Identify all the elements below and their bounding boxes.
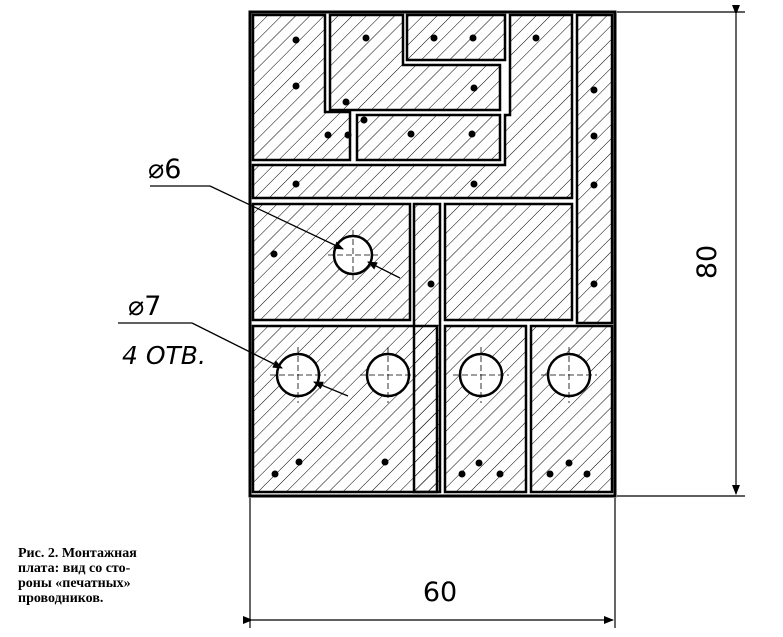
caption-line-3: роны «печатных» [18, 576, 131, 591]
pad-middle-right [443, 202, 574, 322]
hole-d7-count: 4 ОТВ. [122, 341, 206, 370]
leader-d7 [118, 322, 349, 397]
pad-top-inner [405, 13, 507, 62]
caption-line-4: проводников. [18, 591, 104, 606]
leader-d6 [150, 185, 401, 279]
caption-line-1: Рис. 2. Монтажная [18, 546, 137, 561]
solder-points [270, 34, 598, 478]
height-dimension [617, 5, 745, 497]
pad-bottom-right [529, 324, 614, 494]
figure-caption: Рис. 2. Монтажная плата: вид со сто- рон… [18, 546, 190, 606]
pad-top-middle [328, 13, 502, 112]
width-dimension [243, 498, 616, 628]
height-label: 80 [692, 245, 723, 279]
pad-top-left [251, 13, 352, 162]
copper-pads [251, 13, 614, 494]
pad-bottom-center [443, 324, 528, 494]
pad-bottom-left [251, 324, 439, 494]
pad-small-center [355, 113, 502, 162]
hole-centerlines [270, 230, 597, 403]
pad-middle-left [251, 202, 412, 322]
pad-right-strip [575, 13, 614, 325]
caption-line-2: плата: вид со сто- [18, 561, 131, 576]
hole-d7-label: ⌀7 [128, 291, 161, 322]
hole-d6-label: ⌀6 [148, 154, 181, 185]
pad-top-right-L [251, 13, 574, 200]
width-label: 60 [423, 577, 457, 608]
